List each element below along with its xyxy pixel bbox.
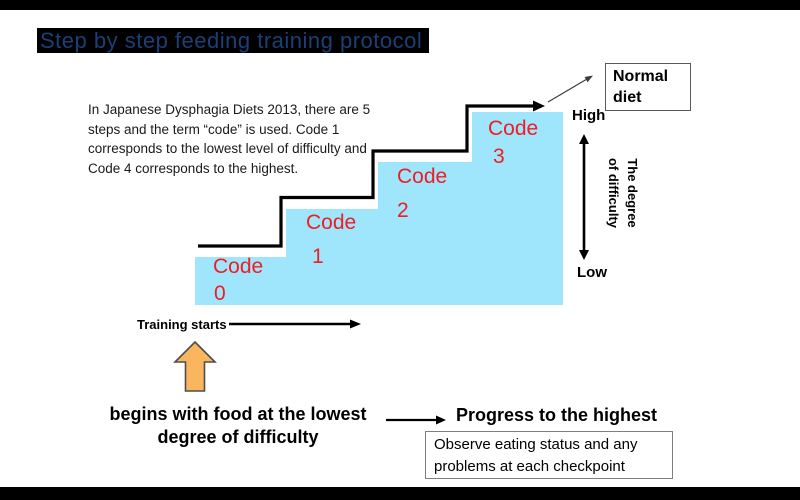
training-start-up-arrow [173,340,217,392]
step0-code-label: Code [213,255,264,278]
begins-lowest-text: begins with food at the lowest degree of… [109,404,367,447]
step0-code-number: 0 [214,282,226,305]
top-black-bar [0,0,800,10]
step2-code-label: Code [397,165,448,188]
difficulty-axis-label: The degree of difficulty [606,157,640,229]
page-title: Step by step feeding training protocol [40,28,423,53]
normal-diet-box: Normal diet [605,63,691,111]
training-starts-label: Training starts [137,317,227,332]
difficulty-axis-arrow [579,134,589,260]
training-starts-arrow [229,319,361,329]
bottom-black-bar [0,487,800,500]
observe-note-box: Observe eating status and any problems a… [425,431,673,479]
progress-arrow [386,415,446,425]
step3-code-label: Code [488,117,539,140]
intro-paragraph: In Japanese Dysphagia Diets 2013, there … [88,102,371,176]
step3-code-number: 3 [493,145,505,168]
step1-code-label: Code [306,211,357,234]
step1-code-number: 1 [312,245,324,268]
to-normal-diet-arrow [547,75,593,103]
low-label: Low [577,264,607,281]
page-title-highlight [37,28,429,53]
step2-code-number: 2 [397,199,409,222]
progress-highest-text: Progress to the highest [456,405,658,425]
high-label: High [572,107,606,124]
